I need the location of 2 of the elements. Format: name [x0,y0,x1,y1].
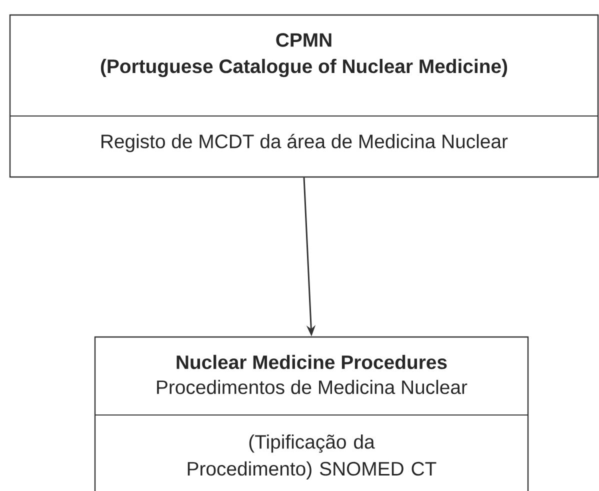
section-box: Nuclear Medicine Procedures Procedimentos de Medicina Nuclear (Tipificação da Procedimento) SNOMED CT [94,336,529,491]
section-box: CPMN (Portuguese Catalogue of Nuclear Medicine) Registo de MCDT da área de Medicina Nuclear [9,14,599,178]
